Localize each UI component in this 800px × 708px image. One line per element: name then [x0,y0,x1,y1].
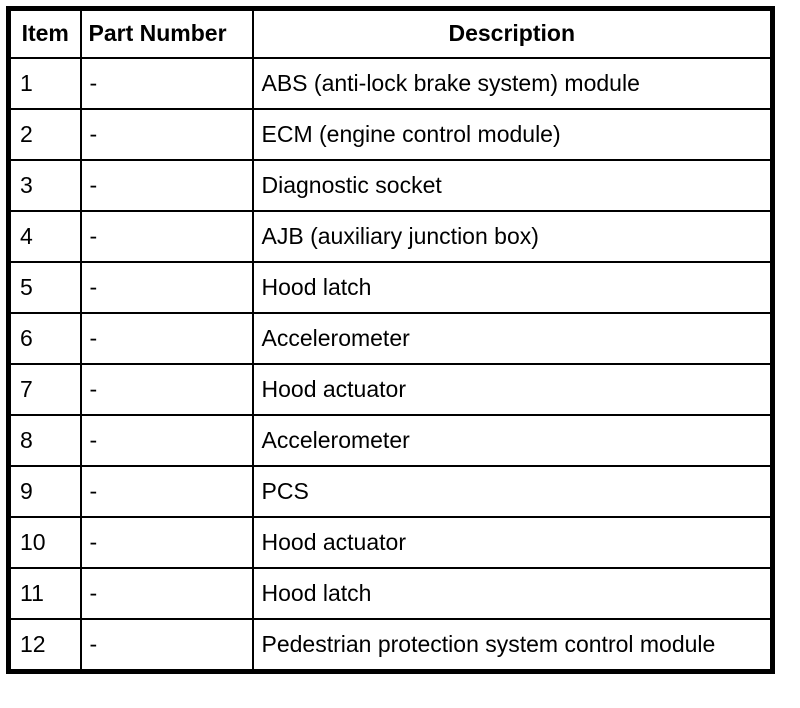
parts-table: Item Part Number Description 1-ABS (anti… [6,6,775,674]
part-number-cell: - [79,414,254,467]
description-cell: Hood actuator [251,516,774,569]
part-number-cell: - [79,210,254,263]
column-header-item: Item [7,7,82,59]
description-cell: Hood actuator [251,363,774,416]
description-cell: ECM (engine control module) [251,108,774,161]
table-row: 12-Pedestrian protection system control … [7,618,774,673]
description-cell: Pedestrian protection system control mod… [251,618,774,673]
part-number-cell: - [79,261,254,314]
item-cell: 7 [7,363,82,416]
table-row: 4-AJB (auxiliary junction box) [7,210,774,263]
column-header-description: Description [251,7,774,59]
description-cell: AJB (auxiliary junction box) [251,210,774,263]
item-cell: 11 [7,567,82,620]
item-cell: 12 [7,618,82,673]
description-cell: ABS (anti-lock brake system) module [251,57,774,110]
description-cell: Diagnostic socket [251,159,774,212]
item-cell: 1 [7,57,82,110]
description-cell: Accelerometer [251,414,774,467]
item-cell: 8 [7,414,82,467]
table-row: 3-Diagnostic socket [7,159,774,212]
item-cell: 9 [7,465,82,518]
table-row: 1-ABS (anti-lock brake system) module [7,57,774,110]
header-row: Item Part Number Description [7,7,774,59]
description-cell: Hood latch [251,567,774,620]
item-cell: 6 [7,312,82,365]
table-row: 9-PCS [7,465,774,518]
item-cell: 4 [7,210,82,263]
description-cell: Hood latch [251,261,774,314]
item-cell: 2 [7,108,82,161]
part-number-cell: - [79,108,254,161]
table-row: 8-Accelerometer [7,414,774,467]
part-number-cell: - [79,618,254,673]
item-cell: 10 [7,516,82,569]
item-cell: 3 [7,159,82,212]
description-cell: Accelerometer [251,312,774,365]
part-number-cell: - [79,312,254,365]
part-number-cell: - [79,516,254,569]
table-row: 2-ECM (engine control module) [7,108,774,161]
part-number-cell: - [79,567,254,620]
part-number-cell: - [79,57,254,110]
item-cell: 5 [7,261,82,314]
part-number-cell: - [79,159,254,212]
column-header-part-number: Part Number [79,7,254,59]
table-row: 6-Accelerometer [7,312,774,365]
description-cell: PCS [251,465,774,518]
table-row: 7-Hood actuator [7,363,774,416]
table-row: 10-Hood actuator [7,516,774,569]
part-number-cell: - [79,465,254,518]
table-row: 11-Hood latch [7,567,774,620]
part-number-cell: - [79,363,254,416]
table-row: 5-Hood latch [7,261,774,314]
